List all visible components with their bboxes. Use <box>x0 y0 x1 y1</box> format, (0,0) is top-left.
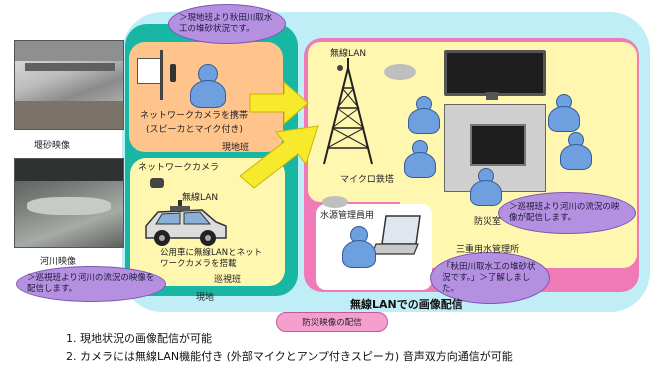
river-distribution-text: ＞巡視班より河川の流況の映像を配信します。 <box>27 273 155 294</box>
field-area-label: 現地 <box>196 293 215 303</box>
vehicle-note-sub: 巡視班 <box>214 275 242 285</box>
note-1: 1. 現地状況の画像配信が可能 <box>66 332 212 345</box>
camera-label: ネットワークカメラを携帯 <box>140 111 249 121</box>
office-reception-text: ＞巡視班より河川の流況の映像が配信します。 <box>509 202 620 223</box>
antenna-icon <box>170 64 176 82</box>
dam-office-label: 三重用水管理所 <box>456 245 520 255</box>
vehicle-camera-icon <box>150 178 164 188</box>
tower-wireless-label: 無線LAN <box>330 49 367 59</box>
monitor-icon <box>444 50 546 96</box>
wireless-lan-label: 無線LAN <box>182 193 219 203</box>
disaster-distribution-text: 防災映像の配信 <box>302 318 362 328</box>
distribution-title: 無線LANでの画像配信 <box>350 298 463 311</box>
camera-sublabel: (スピーカとマイク付き) <box>146 125 243 135</box>
field-report-bubble: ＞現地班より秋田川取水工の堆砂状況です。 <box>168 4 286 44</box>
river-photo <box>14 158 124 248</box>
disaster-room-label: 防災室 <box>474 217 502 227</box>
vehicle-note: 公用車に無線LANとネットワークカメラを搭載 <box>160 248 270 270</box>
laptop-icon <box>372 215 421 255</box>
monitor-stand-icon <box>486 92 498 100</box>
field-report-text: ＞現地班より秋田川取水工の堆砂状況です。 <box>179 13 273 34</box>
cloud-icon <box>322 196 348 208</box>
arrow-upper-icon <box>249 80 309 126</box>
arrow-lower-icon <box>239 125 319 189</box>
embankment-photo <box>14 40 124 130</box>
office-reception-bubble: ＞巡視班より河川の流況の映像が配信します。 <box>498 192 636 234</box>
water-manager-label: 水源管理員用 <box>320 211 375 221</box>
river-caption: 河川映像 <box>40 257 77 267</box>
vehicle-note-text: 公用車に無線LANとネットワークカメラを搭載 <box>160 248 263 269</box>
field-site-label: 現地班 <box>222 143 250 153</box>
laptop-dialog-bubble: 「秋田川取水工の堆砂状況です。」＞了解しました。 <box>430 252 550 304</box>
network-camera-label: ネットワークカメラ <box>138 163 220 173</box>
river-distribution-bubble: ＞巡視班より河川の流況の映像を配信します。 <box>16 266 166 302</box>
cloud-icon <box>384 64 416 80</box>
mast-icon <box>160 50 163 100</box>
vehicle-icon <box>145 200 227 246</box>
embankment-caption: 堰砂映像 <box>34 141 71 151</box>
laptop-dialog-text: 「秋田川取水工の堆砂状況です。」＞了解しました。 <box>442 261 536 294</box>
disaster-distribution-pill: 防災映像の配信 <box>276 312 388 332</box>
tower-label: マイクロ鉄塔 <box>340 175 394 185</box>
tower-icon <box>323 58 373 165</box>
screen-icon <box>470 124 526 166</box>
note-2: 2. カメラには無線LAN機能付き (外部マイクとアンプ付きスピーカ) 音声双方… <box>66 350 513 363</box>
camera-box-icon <box>137 58 161 84</box>
